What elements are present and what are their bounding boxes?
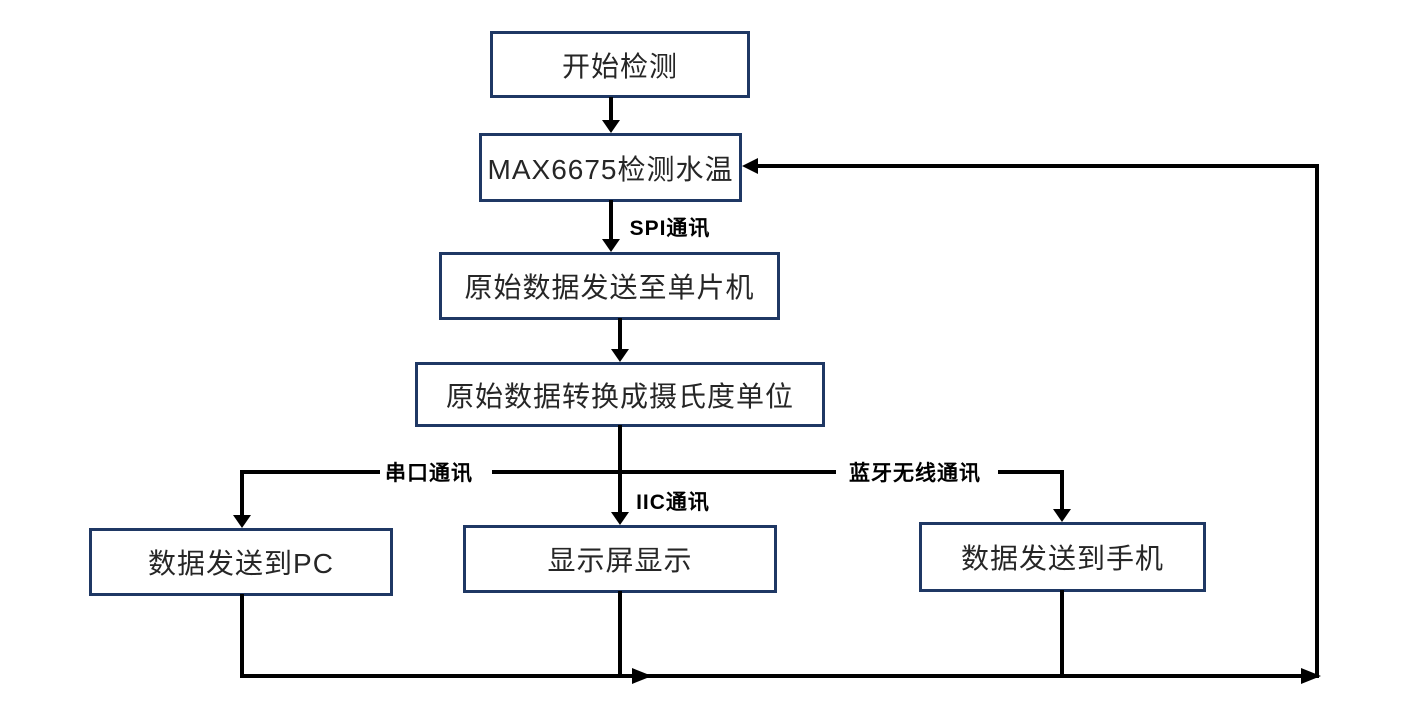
- node-max6675-detect-label: MAX6675检测水温: [487, 153, 734, 185]
- edge-feedback-return: [756, 164, 1319, 168]
- node-display-screen: 显示屏显示: [463, 525, 777, 593]
- edge-branch-right-segment: [998, 470, 1064, 474]
- edge-bottom-rail: [240, 674, 1303, 678]
- arrowhead-into-display-icon: [611, 512, 629, 525]
- node-raw-to-mcu: 原始数据发送至单片机: [439, 252, 780, 320]
- node-start: 开始检测: [490, 31, 750, 98]
- node-convert-celsius-label: 原始数据转换成摄氏度单位: [445, 380, 794, 412]
- edge-branch-left-segment: [240, 470, 382, 474]
- arrowhead-feedback-into-max6675-icon: [742, 158, 758, 174]
- edge-branch-middle-segment: [492, 470, 836, 474]
- edge-branch-to-phone: [1060, 470, 1064, 512]
- edge-max6675-to-mcu: [609, 200, 613, 242]
- edge-mcu-to-convert: [618, 318, 622, 352]
- arrowhead-rail-mid-icon: [632, 668, 652, 684]
- edge-display-to-rail: [618, 591, 622, 678]
- arrowhead-into-convert-icon: [611, 349, 629, 362]
- node-convert-celsius: 原始数据转换成摄氏度单位: [415, 362, 825, 427]
- node-send-to-pc: 数据发送到PC: [89, 528, 393, 596]
- edge-label-spi: SPI通讯: [624, 212, 716, 242]
- node-display-screen-label: 显示屏显示: [547, 545, 693, 576]
- edge-branch-to-pc: [240, 470, 244, 518]
- arrowhead-into-phone-icon: [1053, 509, 1071, 522]
- arrowhead-into-pc-icon: [233, 515, 251, 528]
- node-send-to-phone-label: 数据发送到手机: [960, 543, 1164, 574]
- arrowhead-into-max6675-icon: [602, 120, 620, 133]
- node-raw-to-mcu-label: 原始数据发送至单片机: [464, 272, 755, 303]
- edge-feedback-riser: [1315, 164, 1319, 678]
- node-send-to-phone: 数据发送到手机: [919, 522, 1206, 592]
- edge-label-iic: IIC通讯: [631, 486, 715, 516]
- node-max6675-detect: MAX6675检测水温: [479, 133, 742, 202]
- edge-start-to-max6675: [609, 97, 613, 124]
- edge-label-bluetooth: 蓝牙无线通讯: [844, 457, 986, 487]
- edge-pc-to-rail: [240, 594, 244, 678]
- node-start-label: 开始检测: [561, 50, 678, 82]
- node-send-to-pc-label: 数据发送到PC: [148, 548, 334, 579]
- edge-label-serial: 串口通讯: [380, 457, 478, 487]
- edge-phone-to-rail: [1060, 590, 1064, 678]
- arrowhead-into-mcu-icon: [602, 239, 620, 252]
